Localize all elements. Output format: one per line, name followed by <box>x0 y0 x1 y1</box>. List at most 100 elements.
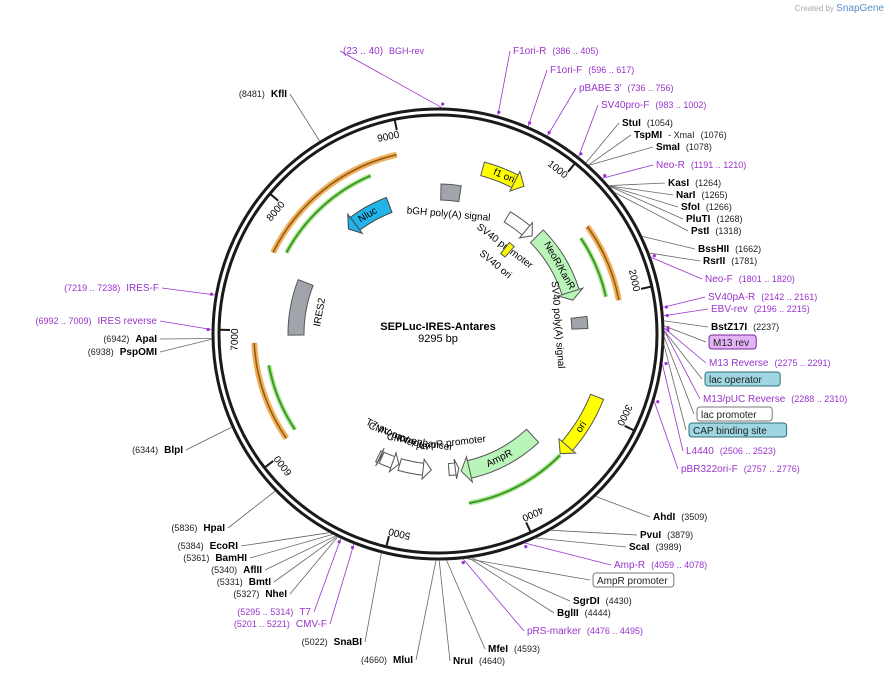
label-leader <box>497 50 511 117</box>
label-text: BstZ17I(2237) <box>711 322 779 333</box>
primer-site-marker <box>524 544 528 549</box>
primer-site-marker <box>666 326 670 330</box>
annotation-arcs <box>251 151 622 506</box>
label-text: MfeI(4593) <box>488 644 540 655</box>
snapgene-credit: Created by SnapGene <box>795 3 884 14</box>
site-label: lac promoter <box>696 406 773 422</box>
site-label: AhdI(3509) <box>653 512 707 523</box>
label-text: (5331)BmtI <box>217 577 271 588</box>
label-leader <box>438 559 451 662</box>
primer-site-marker <box>528 121 532 125</box>
tick-label: 5000 <box>387 525 412 541</box>
feature-cmv-enhancer <box>397 457 432 481</box>
label-text: M13 Reverse(2275 .. 2291) <box>709 358 831 369</box>
primer-site-marker <box>579 152 583 156</box>
site-label: BstZ17I(2237) <box>711 322 779 333</box>
green-arc-core <box>580 237 607 297</box>
site-label: CAP binding site <box>688 422 788 438</box>
label-box <box>708 334 757 350</box>
label-leader <box>550 529 638 536</box>
label-leader <box>264 535 337 571</box>
label-text: (6938)PspOMI <box>88 347 157 358</box>
tick-mark <box>567 163 576 173</box>
label-leader <box>524 542 612 566</box>
site-label: M13/pUC Reverse(2288 .. 2310) <box>703 394 847 405</box>
site-label: lac operator <box>704 371 781 387</box>
label-leader <box>641 235 696 250</box>
label-leader <box>470 557 571 602</box>
label-leader <box>445 559 486 650</box>
label-text: pRS-marker(4476 .. 4495) <box>527 626 643 637</box>
site-label: Neo-R(1191 .. 1210) <box>656 160 746 171</box>
label-box <box>696 406 773 422</box>
site-label: RsrII(1781) <box>703 256 757 267</box>
site-label: (6938)PspOMI <box>88 347 157 358</box>
label-leader <box>663 336 695 415</box>
site-label: NarI(1265) <box>676 190 727 201</box>
orange-arc-core <box>272 153 397 253</box>
tick-label: 3000 <box>614 402 634 427</box>
green-arc-core <box>468 454 561 505</box>
site-label: pRS-marker(4476 .. 4495) <box>527 626 643 637</box>
label-text: L4440(2506 .. 2523) <box>686 446 776 457</box>
feature-ampr-promoter <box>447 458 460 479</box>
site-label: Neo-F(1801 .. 1820) <box>705 274 795 285</box>
orange-arc-core <box>253 342 288 439</box>
site-label: (5327)NheI <box>233 589 287 600</box>
plasmid-center-label: SEPLuc-IRES-Antares 9295 bp <box>338 321 538 345</box>
label-leader <box>608 185 674 196</box>
label-text: M13/pUC Reverse(2288 .. 2310) <box>703 394 847 405</box>
site-label: PstI(1318) <box>691 226 741 237</box>
label-leader <box>663 344 687 431</box>
tick-mark <box>525 521 532 532</box>
feature-ori <box>558 393 605 455</box>
site-label: (23 .. 40)BGH-rev <box>343 46 425 57</box>
site-label: (4660)MluI <box>361 655 413 666</box>
label-leader <box>249 533 334 559</box>
tick-mark <box>393 120 398 131</box>
label-leader <box>329 543 355 625</box>
tick-label: 9000 <box>376 130 400 145</box>
label-box <box>592 572 675 588</box>
label-leader <box>613 191 689 232</box>
label-text: (5327)NheI <box>233 589 287 600</box>
label-leader <box>159 338 213 353</box>
backbone-inner-ring <box>217 113 659 555</box>
label-leader-lines <box>159 50 709 662</box>
label-leader <box>289 536 339 595</box>
primer-site-marker <box>547 131 551 135</box>
site-label: L4440(2506 .. 2523) <box>686 446 776 457</box>
label-text: SV40pro-F(983 .. 1002) <box>601 100 706 111</box>
label-text: NarI(1265) <box>676 190 727 201</box>
primer-site-marker <box>665 313 669 318</box>
site-label: SmaI(1078) <box>656 142 712 153</box>
feature-label: bGH poly(A) signal <box>406 205 491 223</box>
tick-label: 6000 <box>272 453 295 478</box>
feature-neor-kanr <box>529 229 585 301</box>
label-leader <box>289 93 321 142</box>
site-label: PvuI(3879) <box>640 530 693 541</box>
label-text: M13 rev <box>713 338 749 349</box>
label-text: PvuI(3879) <box>640 530 693 541</box>
label-leader <box>588 146 654 166</box>
site-label: StuI(1054) <box>622 118 673 129</box>
site-label: (6992 .. 7009)IRES reverse <box>35 316 157 327</box>
label-text: F1ori-R(386 .. 405) <box>513 46 598 57</box>
label-text: (5295 .. 5314)T7 <box>237 607 311 618</box>
label-leader <box>661 362 684 452</box>
label-text: KasI(1264) <box>668 178 721 189</box>
site-label: (6942)ApaI <box>103 334 157 345</box>
site-label: AmpR promoter <box>592 572 675 588</box>
tick-mark <box>269 193 279 202</box>
label-text: EBV-rev(2196 .. 2215) <box>711 304 810 315</box>
site-label: (5836)HpaI <box>171 523 225 534</box>
label-text: (4660)MluI <box>361 655 413 666</box>
primer-site-marker <box>656 400 660 404</box>
label-leader <box>273 535 338 583</box>
label-text: (5022)SnaBI <box>302 637 363 648</box>
tick-mark <box>624 424 635 432</box>
site-label: MfeI(4593) <box>488 644 540 655</box>
label-text: CAP binding site <box>693 426 767 437</box>
label-text: SV40pA-R(2142 .. 2161) <box>708 292 817 303</box>
